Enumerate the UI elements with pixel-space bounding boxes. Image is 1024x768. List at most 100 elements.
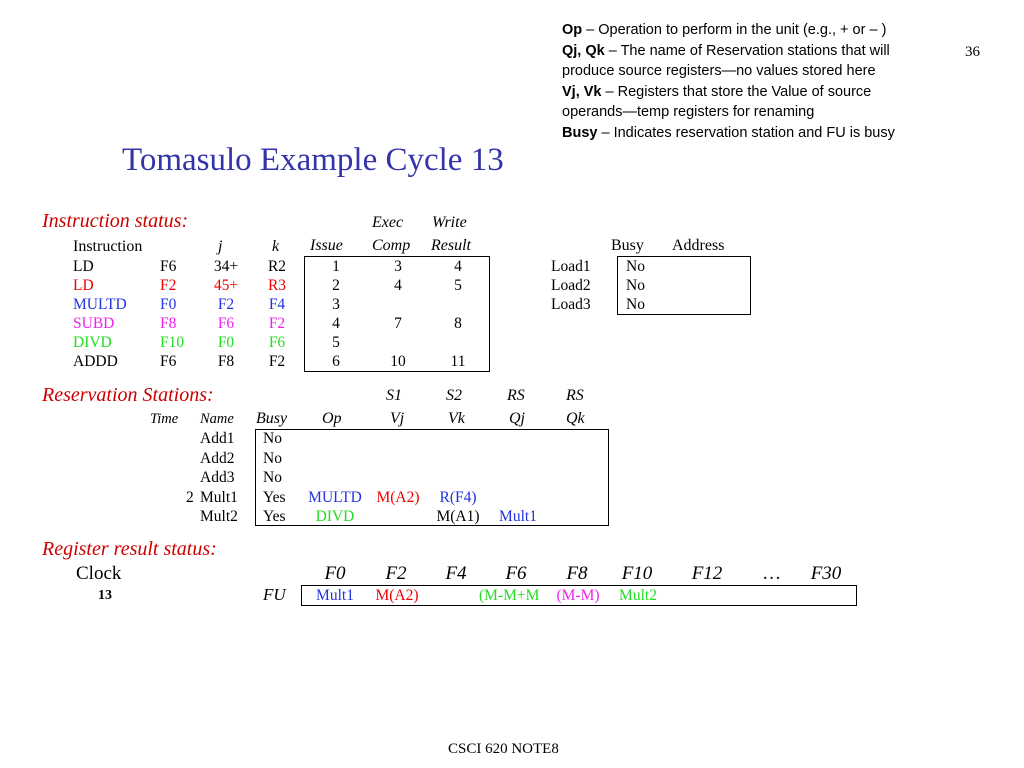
- note-line: Busy – Indicates reservation station and…: [562, 123, 972, 144]
- k-header: k: [272, 238, 280, 255]
- clock-value: 13: [98, 588, 112, 603]
- instruction-k: F6: [268, 334, 286, 351]
- note-text: – Operation to perform in the unit (e.g.…: [582, 22, 887, 38]
- rs-name: Mult2: [200, 508, 238, 525]
- rs-busy: No: [263, 469, 282, 486]
- instruction-issue: 2: [332, 277, 340, 294]
- register-value: M(A2): [375, 587, 419, 604]
- rs-name: Add3: [200, 469, 235, 486]
- issue-header: Issue: [310, 237, 343, 254]
- instruction-header: Instruction: [73, 238, 143, 255]
- instruction-k: F4: [268, 296, 286, 313]
- instruction-status-label: Instruction status:: [42, 210, 189, 232]
- instruction-dest: F8: [160, 315, 177, 332]
- instruction-issue: 3: [332, 296, 340, 313]
- register-header: F4: [445, 563, 467, 584]
- instruction-op: SUBD: [73, 315, 115, 332]
- rs-op: DIVD: [315, 508, 355, 525]
- qk-header: Qk: [566, 410, 585, 427]
- op-header: Op: [322, 410, 342, 427]
- register-value: (M-M+M: [479, 587, 540, 604]
- reservation-stations-label: Reservation Stations:: [42, 384, 214, 406]
- register-header: …: [763, 563, 781, 584]
- instruction-issue: 4: [332, 315, 340, 332]
- register-header: F30: [810, 563, 842, 584]
- rs-time: 2: [186, 488, 194, 506]
- register-status-label: Register result status:: [42, 538, 217, 560]
- rs-vk: M(A1): [436, 508, 480, 525]
- rs-name: Add1: [200, 430, 235, 447]
- instruction-result: 11: [450, 353, 466, 370]
- result-header: Result: [431, 237, 471, 254]
- slide-title: Tomasulo Example Cycle 13: [122, 142, 504, 178]
- comp-header: Comp: [372, 237, 411, 254]
- load-buffer-busy: No: [626, 258, 645, 275]
- rs1-header: RS: [507, 387, 525, 404]
- instruction-op: ADDD: [73, 353, 118, 370]
- note-term: Op: [562, 22, 583, 38]
- s2-header: S2: [446, 387, 462, 404]
- note-line: Qj, Qk – The name of Reservation station…: [562, 41, 972, 62]
- instruction-j: F0: [217, 334, 235, 351]
- load-buffer-box: [617, 256, 751, 315]
- instruction-j: 45+: [213, 277, 239, 294]
- vj-header: Vj: [390, 410, 405, 427]
- register-status-box: [301, 585, 857, 606]
- instruction-issue: 5: [332, 334, 340, 351]
- instruction-result: 8: [454, 315, 462, 332]
- note-text: produce source registers—no values store…: [562, 63, 876, 79]
- instruction-dest: F10: [160, 334, 185, 351]
- instruction-j: 34+: [213, 258, 239, 275]
- j-header: j: [218, 238, 223, 255]
- fu-label: FU: [263, 585, 286, 604]
- instruction-dest: F0: [160, 296, 177, 313]
- register-header: F0: [324, 563, 346, 584]
- footer: CSCI 620 NOTE8: [448, 741, 559, 757]
- register-header: F6: [505, 563, 527, 584]
- qj-header: Qj: [509, 410, 525, 427]
- name-header: Name: [200, 411, 234, 427]
- instruction-j: F2: [217, 296, 235, 313]
- register-value: Mult1: [316, 587, 354, 604]
- instruction-dest: F6: [160, 353, 177, 370]
- vk-header: Vk: [448, 410, 465, 427]
- rs-busy: Yes: [263, 508, 286, 525]
- note-line: operands—temp registers for renaming: [562, 102, 972, 123]
- s1-header: S1: [386, 387, 402, 404]
- rs-name: Add2: [200, 449, 235, 467]
- instruction-comp: 3: [394, 258, 402, 275]
- instruction-op: DIVD: [73, 334, 112, 351]
- instruction-k: F2: [268, 315, 286, 332]
- rs-op: MULTD: [308, 488, 362, 506]
- load-buffer-name: Load3: [551, 296, 591, 313]
- load-buffer-name: Load2: [551, 277, 591, 294]
- instruction-j: F8: [217, 353, 235, 370]
- clock-label: Clock: [76, 563, 122, 584]
- instruction-op: LD: [73, 277, 94, 294]
- rs-name: Mult1: [200, 488, 238, 506]
- instruction-dest: F2: [160, 277, 177, 294]
- load-buffer-name: Load1: [551, 258, 591, 275]
- page-number: 36: [965, 44, 980, 60]
- instruction-k: F2: [268, 353, 286, 370]
- instruction-result: 5: [454, 277, 462, 294]
- note-term: Qj, Qk: [562, 42, 605, 59]
- note-text: – Registers that store the Value of sour…: [601, 83, 872, 100]
- load-buffer-busy: No: [626, 296, 645, 313]
- instruction-k: R3: [267, 277, 287, 294]
- rs-vj: M(A2): [376, 488, 420, 506]
- note-line: Op – Operation to perform in the unit (e…: [562, 20, 972, 41]
- rs-qj: Mult1: [499, 508, 537, 525]
- rs-vk: R(F4): [439, 488, 477, 506]
- register-header: F10: [621, 563, 653, 584]
- exec-header-top: Exec: [372, 214, 404, 231]
- instruction-op: MULTD: [73, 296, 127, 313]
- instruction-dest: F6: [160, 258, 177, 275]
- instruction-k: R2: [267, 258, 287, 275]
- note-line: Vj, Vk – Registers that store the Value …: [562, 82, 972, 103]
- reservation-stations-box: [255, 429, 609, 526]
- rs2-header: RS: [566, 387, 584, 404]
- load-address-header: Address: [672, 237, 725, 254]
- load-busy-header: Busy: [611, 237, 644, 254]
- note-text: – The name of Reservation stations that …: [604, 42, 890, 59]
